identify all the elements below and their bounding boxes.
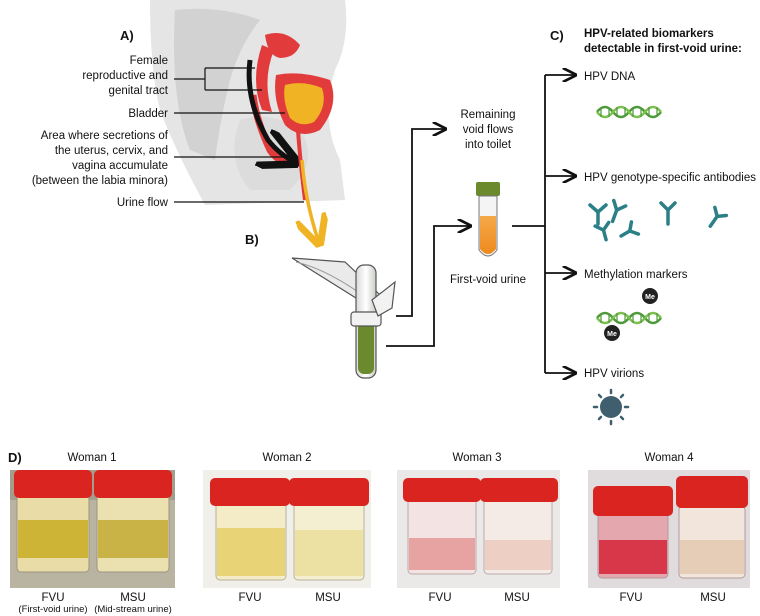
svg-text:into toilet: into toilet [465,139,512,151]
urine-flow-arrow [302,159,318,240]
biomarker-antibodies: HPV genotype-specific antibodies [584,172,756,184]
photo-woman-3 [397,470,560,588]
photo-woman-4 [588,470,750,588]
biomarker-title-line-1: HPV-related biomarkers [584,28,714,40]
virion-icon [592,388,630,426]
woman-1-fvu-sub: (First-void urine) [18,604,87,615]
me-badge-icon: Me Me [604,288,658,341]
woman-2-msu: MSU [315,592,341,604]
svg-text:the uterus, cervix, and: the uterus, cervix, and [55,145,168,157]
panel-d-label: D) [8,450,22,465]
woman-1-msu: MSU [120,592,146,604]
svg-text:Female: Female [130,55,168,67]
biomarker-branch-line [512,75,546,373]
remaining-void-label: Remaining void flows into toilet [461,109,516,151]
arrow-to-toilet [396,129,445,317]
biomarker-title-line-2: detectable in first-void urine: [584,43,742,55]
svg-text:Me: Me [645,294,655,301]
anatomy-illustration [150,0,347,205]
anatomy-label-urine-flow: Urine flow [117,197,169,209]
first-void-label: First-void urine [450,274,526,286]
anatomy-label-tract: Female reproductive and genital tract [82,55,168,97]
biomarker-hpv-dna: HPV DNA [584,71,635,83]
methylated-dna-icon [596,311,662,325]
photo-woman-2 [203,470,371,588]
biomarker-methylation: Methylation markers [584,269,688,281]
svg-text:Area where secretions of: Area where secretions of [41,130,169,142]
anatomy-label-secretions: Area where secretions of the uterus, cer… [32,130,169,187]
anatomy-label-bladder: Bladder [128,108,168,120]
collection-device [291,257,396,379]
woman-4-fvu: FVU [620,592,643,604]
svg-text:(between the labia minora): (between the labia minora) [32,175,168,187]
woman-2-title: Woman 2 [262,452,311,464]
leader-line-tract [174,67,262,91]
svg-text:vagina accumulate: vagina accumulate [72,160,168,172]
woman-2-fvu: FVU [239,592,262,604]
woman-4-msu: MSU [700,592,726,604]
svg-text:Me: Me [607,331,617,338]
panel-b-label: B) [245,232,259,247]
panel-a-label: A) [120,28,134,43]
woman-1-msu-sub: (Mid-stream urine) [94,604,172,615]
photo-woman-1 [10,470,175,588]
woman-3-title: Woman 3 [452,452,501,464]
arrow-to-first-void [386,226,470,347]
dna-helix-icon [596,105,662,119]
svg-text:genital tract: genital tract [109,85,169,97]
svg-text:void flows: void flows [463,124,514,136]
antibody-icons [588,198,729,242]
svg-text:Remaining: Remaining [461,109,516,121]
woman-3-msu: MSU [504,592,530,604]
woman-4-title: Woman 4 [644,452,694,464]
woman-1-fvu: FVU [42,592,65,604]
panel-c-label: C) [550,28,564,43]
woman-3-fvu: FVU [429,592,452,604]
woman-1-title: Woman 1 [67,452,116,464]
svg-text:reproductive and: reproductive and [82,70,168,82]
biomarker-virions: HPV virions [584,368,644,380]
first-void-tube [476,182,500,257]
